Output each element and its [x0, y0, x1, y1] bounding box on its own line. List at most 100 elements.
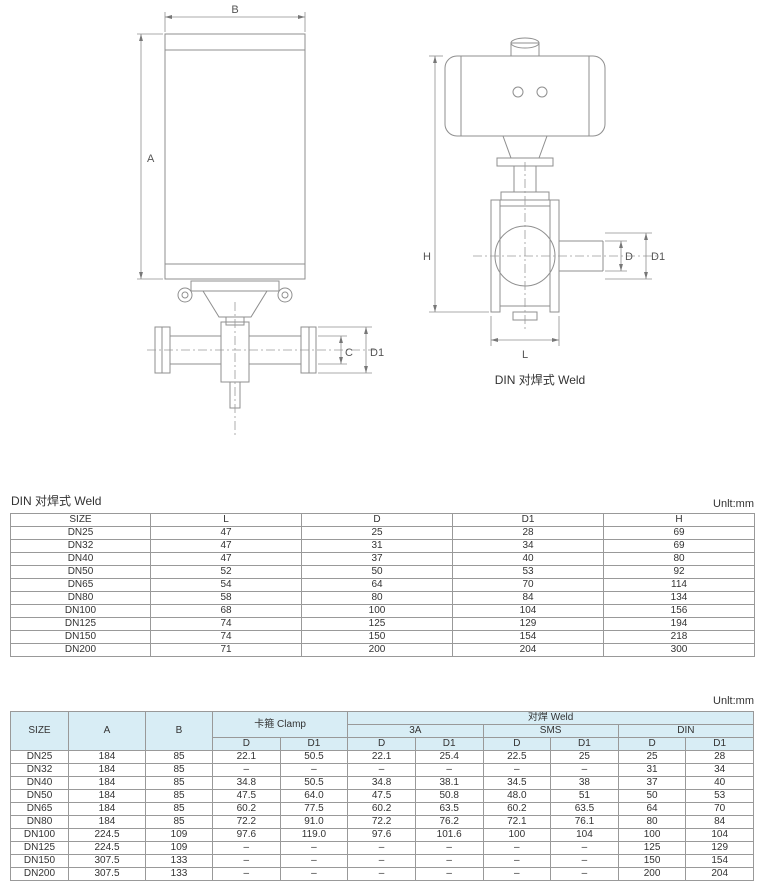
size-cell: DN50: [10, 789, 69, 803]
value-cell: 64.0: [279, 789, 349, 803]
value-cell: 85: [145, 789, 213, 803]
value-cell: 25: [617, 750, 687, 764]
value-cell: –: [347, 763, 416, 777]
dim-label-d: D: [625, 251, 633, 263]
size-cell: DN65: [10, 578, 151, 592]
value-cell: 69: [603, 539, 755, 553]
value-cell: 34: [685, 763, 754, 777]
value-cell: 154: [685, 854, 754, 868]
value-cell: 76.1: [550, 815, 619, 829]
col-header-sms: SMS: [482, 724, 619, 738]
value-cell: 204: [452, 643, 604, 657]
side-view-drawing: H D D1 L DIN 对焊式 Weld: [423, 37, 665, 387]
value-cell: 200: [301, 643, 453, 657]
value-cell: –: [279, 841, 349, 855]
value-cell: 70: [452, 578, 604, 592]
value-cell: 58: [150, 591, 302, 605]
value-cell: 184: [68, 750, 146, 764]
size-cell: DN125: [10, 617, 151, 631]
value-cell: 53: [685, 789, 754, 803]
value-cell: 104: [550, 828, 619, 842]
value-cell: 72.2: [347, 815, 416, 829]
table2-header-row-2: 3A SMS DIN: [11, 724, 755, 738]
value-cell: 40: [685, 776, 754, 790]
value-cell: 74: [150, 630, 302, 644]
value-cell: –: [482, 867, 552, 881]
value-cell: 60.2: [347, 802, 416, 816]
value-cell: 200: [617, 867, 687, 881]
value-cell: 25: [301, 526, 453, 540]
value-cell: 100: [617, 828, 687, 842]
value-cell: 125: [301, 617, 453, 631]
value-cell: 63.5: [414, 802, 484, 816]
centerlines-side: [473, 162, 657, 332]
value-cell: –: [212, 841, 281, 855]
value-cell: 63.5: [550, 802, 619, 816]
table2-header-row-1: SIZE A B 卡箍 Clamp 对焊 Weld: [10, 711, 754, 751]
dim-label-b: B: [231, 4, 238, 16]
col-header-3a-d1: D1: [414, 737, 484, 751]
value-cell: 224.5: [68, 828, 146, 842]
dim-label-h: H: [423, 251, 431, 263]
value-cell: 184: [68, 789, 146, 803]
value-cell: 22.5: [482, 750, 552, 764]
size-cell: DN50: [10, 565, 151, 579]
value-cell: –: [347, 867, 416, 881]
value-cell: 85: [145, 776, 213, 790]
actuator-body-front: [164, 33, 306, 280]
value-cell: 129: [685, 841, 754, 855]
value-cell: 85: [145, 815, 213, 829]
value-cell: 133: [145, 854, 213, 868]
value-cell: 50.8: [414, 789, 484, 803]
value-cell: 70: [685, 802, 754, 816]
col-header-clamp: 卡箍 Clamp: [211, 711, 349, 738]
value-cell: 184: [68, 763, 146, 777]
value-cell: 71: [150, 643, 302, 657]
col-header-3a-d: D: [347, 737, 416, 751]
value-cell: 109: [145, 841, 213, 855]
value-cell: 69: [603, 526, 755, 540]
value-cell: 51: [550, 789, 619, 803]
value-cell: 307.5: [68, 867, 146, 881]
value-cell: 133: [145, 867, 213, 881]
col-header-sms-d: D: [482, 737, 552, 751]
mounting-bracket-front: [177, 280, 293, 326]
value-cell: 38.1: [414, 776, 484, 790]
value-cell: 91.0: [279, 815, 349, 829]
value-cell: 150: [301, 630, 453, 644]
table1-header-row: SIZE L D D1 H: [10, 513, 755, 527]
front-view-drawing: B A C D1: [137, 4, 384, 438]
value-cell: –: [279, 854, 349, 868]
col-header-b: B: [145, 711, 213, 751]
value-cell: 34.8: [347, 776, 416, 790]
value-cell: –: [414, 841, 484, 855]
value-cell: 34: [452, 539, 604, 553]
value-cell: 184: [68, 802, 146, 816]
value-cell: 68: [150, 604, 302, 618]
table1-unit-label: Unlt:mm: [713, 498, 754, 510]
value-cell: 184: [68, 776, 146, 790]
size-cell: DN200: [10, 867, 69, 881]
dimension-labels-front: B A C D1: [147, 4, 384, 359]
value-cell: 40: [452, 552, 604, 566]
col-header-clamp-d: D: [212, 737, 281, 751]
size-cell: DN100: [10, 604, 151, 618]
value-cell: –: [212, 867, 281, 881]
value-cell: 50: [617, 789, 687, 803]
value-cell: 97.6: [347, 828, 416, 842]
value-cell: 74: [150, 617, 302, 631]
